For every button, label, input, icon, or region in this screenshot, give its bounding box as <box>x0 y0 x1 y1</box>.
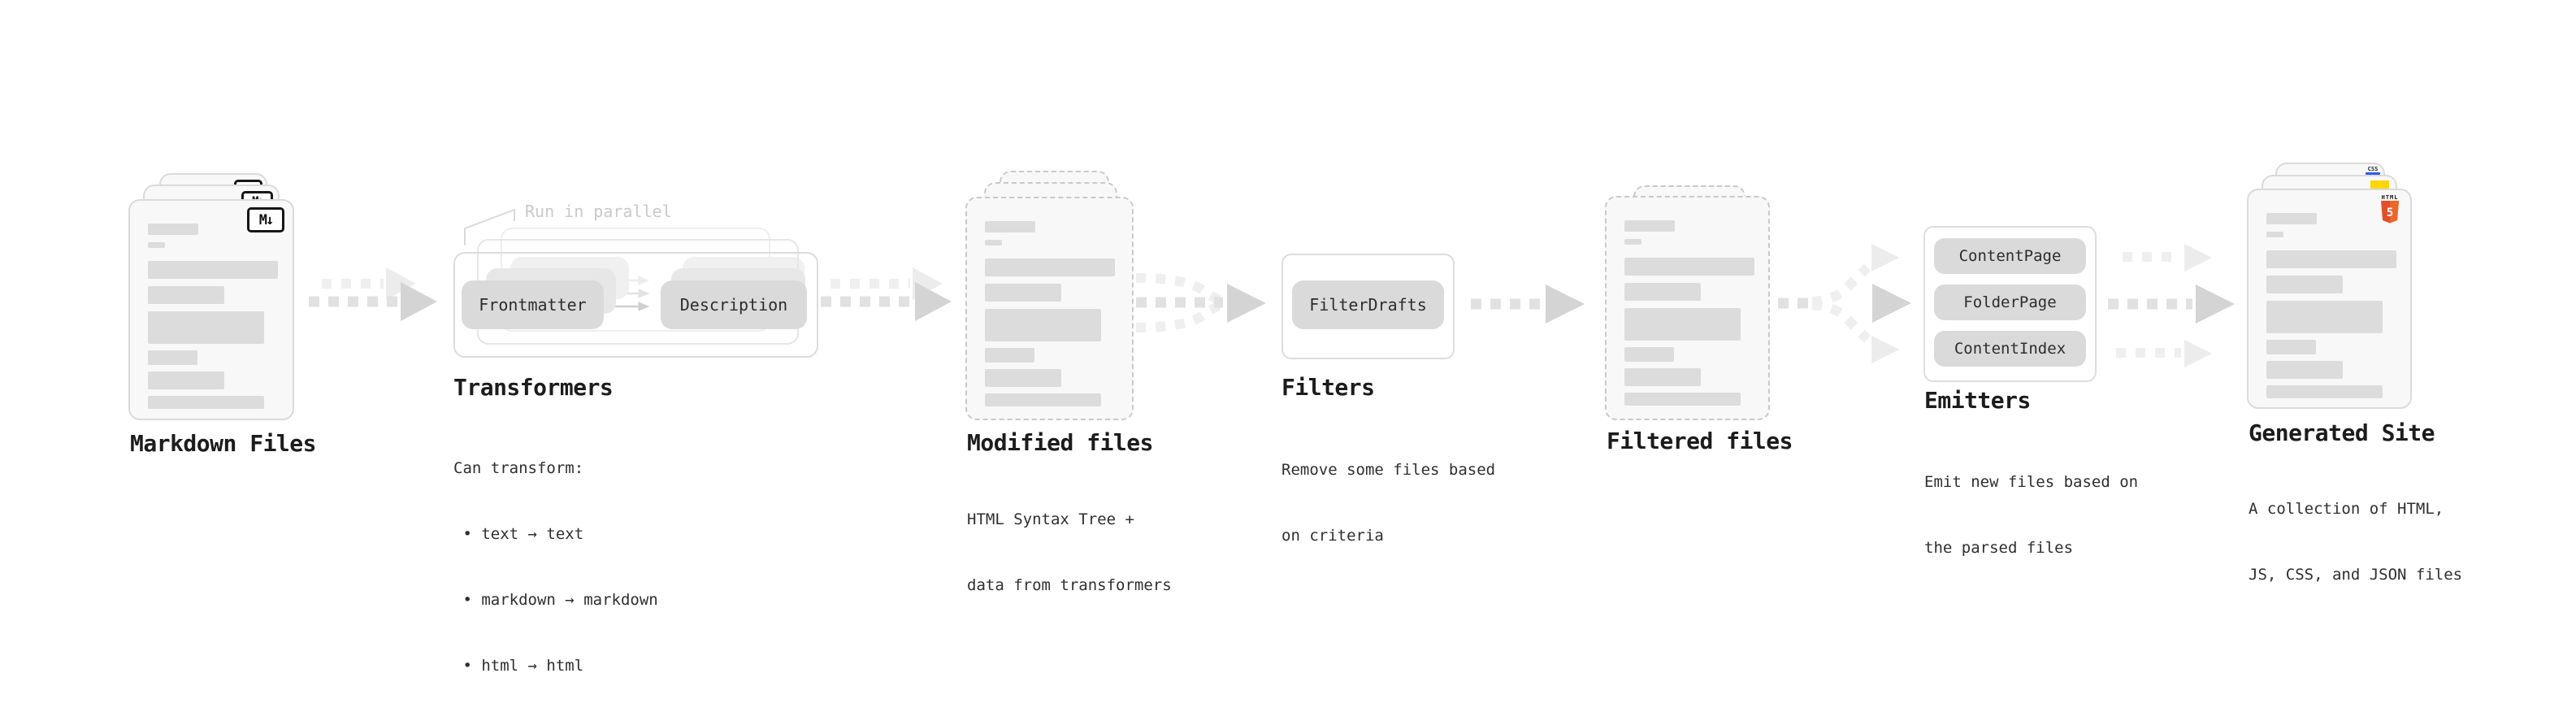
skeleton-bar <box>1624 368 1701 386</box>
description-line: JS, CSS, and JSON files <box>2249 566 2463 584</box>
skeleton-bar <box>148 311 264 344</box>
stage-title-generated-site: Generated Site <box>2249 419 2435 446</box>
content-index-pill: ContentIndex <box>1934 331 2086 367</box>
emitters-description: Emit new files based on the parsed files <box>1924 428 2138 603</box>
description-pill: Description <box>661 280 807 329</box>
description-line: data from transformers <box>967 576 1172 594</box>
skeleton-bar <box>985 393 1101 406</box>
skeleton-bar <box>985 369 1061 387</box>
skeleton-bar <box>985 221 1035 232</box>
arrow-emitters-to-generated <box>2108 244 2235 367</box>
generated-file-card-front: HTML 5 <box>2247 189 2412 409</box>
skeleton-bar <box>2266 232 2283 237</box>
arrow-filtered-to-emitters-fan-out <box>1778 244 1911 363</box>
markdown-file-card-front: M↓ <box>128 199 294 420</box>
html5-logo-icon: HTML 5 <box>2380 194 2400 227</box>
bullet-item: • markdown → markdown <box>462 591 658 609</box>
stage-title-modified-files: Modified files <box>967 429 1154 456</box>
skeleton-bar <box>2266 250 2396 268</box>
stage-title-transformers: Transformers <box>453 374 614 401</box>
generated-site-description: A collection of HTML, JS, CSS, and JSON … <box>2249 454 2462 630</box>
skeleton-bar <box>148 261 278 279</box>
filter-drafts-pill: FilterDrafts <box>1292 280 1444 329</box>
arrow-markdown-to-transformers <box>309 267 437 321</box>
bullet-item: • text → text <box>462 525 584 543</box>
modified-file-card-front <box>965 197 1134 420</box>
skeleton-bar <box>985 284 1061 302</box>
skeleton-bar <box>1624 283 1701 301</box>
pipeline-diagram: M↓ M↓ M↓ Markdown Files Run in parallel … <box>128 163 2462 675</box>
html5-shield: 5 <box>2381 201 2399 224</box>
filters-description: Remove some files based on criteria <box>1281 415 1495 591</box>
skeleton-bar <box>1624 258 1754 276</box>
javascript-logo-icon <box>2370 180 2389 189</box>
markdown-logo-icon: M↓ <box>247 207 284 232</box>
skeleton-bar <box>2266 361 2343 379</box>
stage-title-filters: Filters <box>1281 374 1375 401</box>
description-line: on criteria <box>1281 527 1384 545</box>
arrow-transformers-to-modified <box>821 267 952 321</box>
skeleton-bar <box>2266 276 2343 293</box>
transformers-description: Can transform: • text → text • markdown … <box>453 414 658 721</box>
bullet-item: • html → html <box>462 657 584 675</box>
svg-text:5: 5 <box>2387 206 2393 219</box>
skeleton-bar <box>148 286 224 304</box>
folder-page-pill: FolderPage <box>1934 284 2086 320</box>
skeleton-bar <box>148 396 264 409</box>
description-line: Remove some files based <box>1281 461 1496 479</box>
modified-files-description: HTML Syntax Tree + data from transformer… <box>967 465 1172 641</box>
css-logo-icon: CSS <box>2366 167 2380 175</box>
skeleton-bar <box>148 350 197 365</box>
arrow-filters-to-filtered <box>1471 284 1585 324</box>
transformer-layer-front <box>453 252 818 358</box>
skeleton-bar <box>985 240 1002 245</box>
skeleton-bar <box>2266 301 2383 333</box>
stage-title-markdown-files: Markdown Files <box>130 430 317 457</box>
doc-skeleton-lines <box>1607 198 1768 406</box>
doc-skeleton-lines <box>130 201 293 409</box>
skeleton-bar <box>985 258 1115 276</box>
skeleton-bar <box>148 371 224 389</box>
description-line: the parsed files <box>1924 539 2074 557</box>
skeleton-bar <box>985 309 1101 341</box>
skeleton-bar <box>985 348 1034 363</box>
skeleton-bar <box>148 224 198 235</box>
frontmatter-pill: Frontmatter <box>462 280 604 329</box>
skeleton-bar <box>2266 340 2316 354</box>
can-transform-heading: Can transform: <box>453 459 584 477</box>
skeleton-bar <box>1624 220 1675 232</box>
doc-skeleton-lines <box>967 198 1132 406</box>
content-page-pill: ContentPage <box>1934 238 2086 274</box>
skeleton-bar <box>1624 393 1741 406</box>
filtered-file-card-front <box>1605 196 1770 420</box>
skeleton-bar <box>2266 213 2317 224</box>
description-line: HTML Syntax Tree + <box>967 510 1134 528</box>
run-in-parallel-annotation: Run in parallel <box>525 202 672 221</box>
skeleton-bar <box>148 242 165 248</box>
skeleton-bar <box>2266 385 2383 398</box>
arrow-modified-to-filters-fan-in <box>1135 273 1266 332</box>
description-line: Emit new files based on <box>1924 473 2139 491</box>
skeleton-bar <box>1624 308 1741 341</box>
skeleton-bar <box>1624 347 1674 362</box>
stage-title-filtered-files: Filtered files <box>1607 428 1793 454</box>
description-line: A collection of HTML, <box>2249 500 2444 518</box>
doc-skeleton-lines <box>2249 190 2410 398</box>
skeleton-bar <box>1624 239 1641 245</box>
stage-title-emitters: Emitters <box>1924 387 2031 414</box>
